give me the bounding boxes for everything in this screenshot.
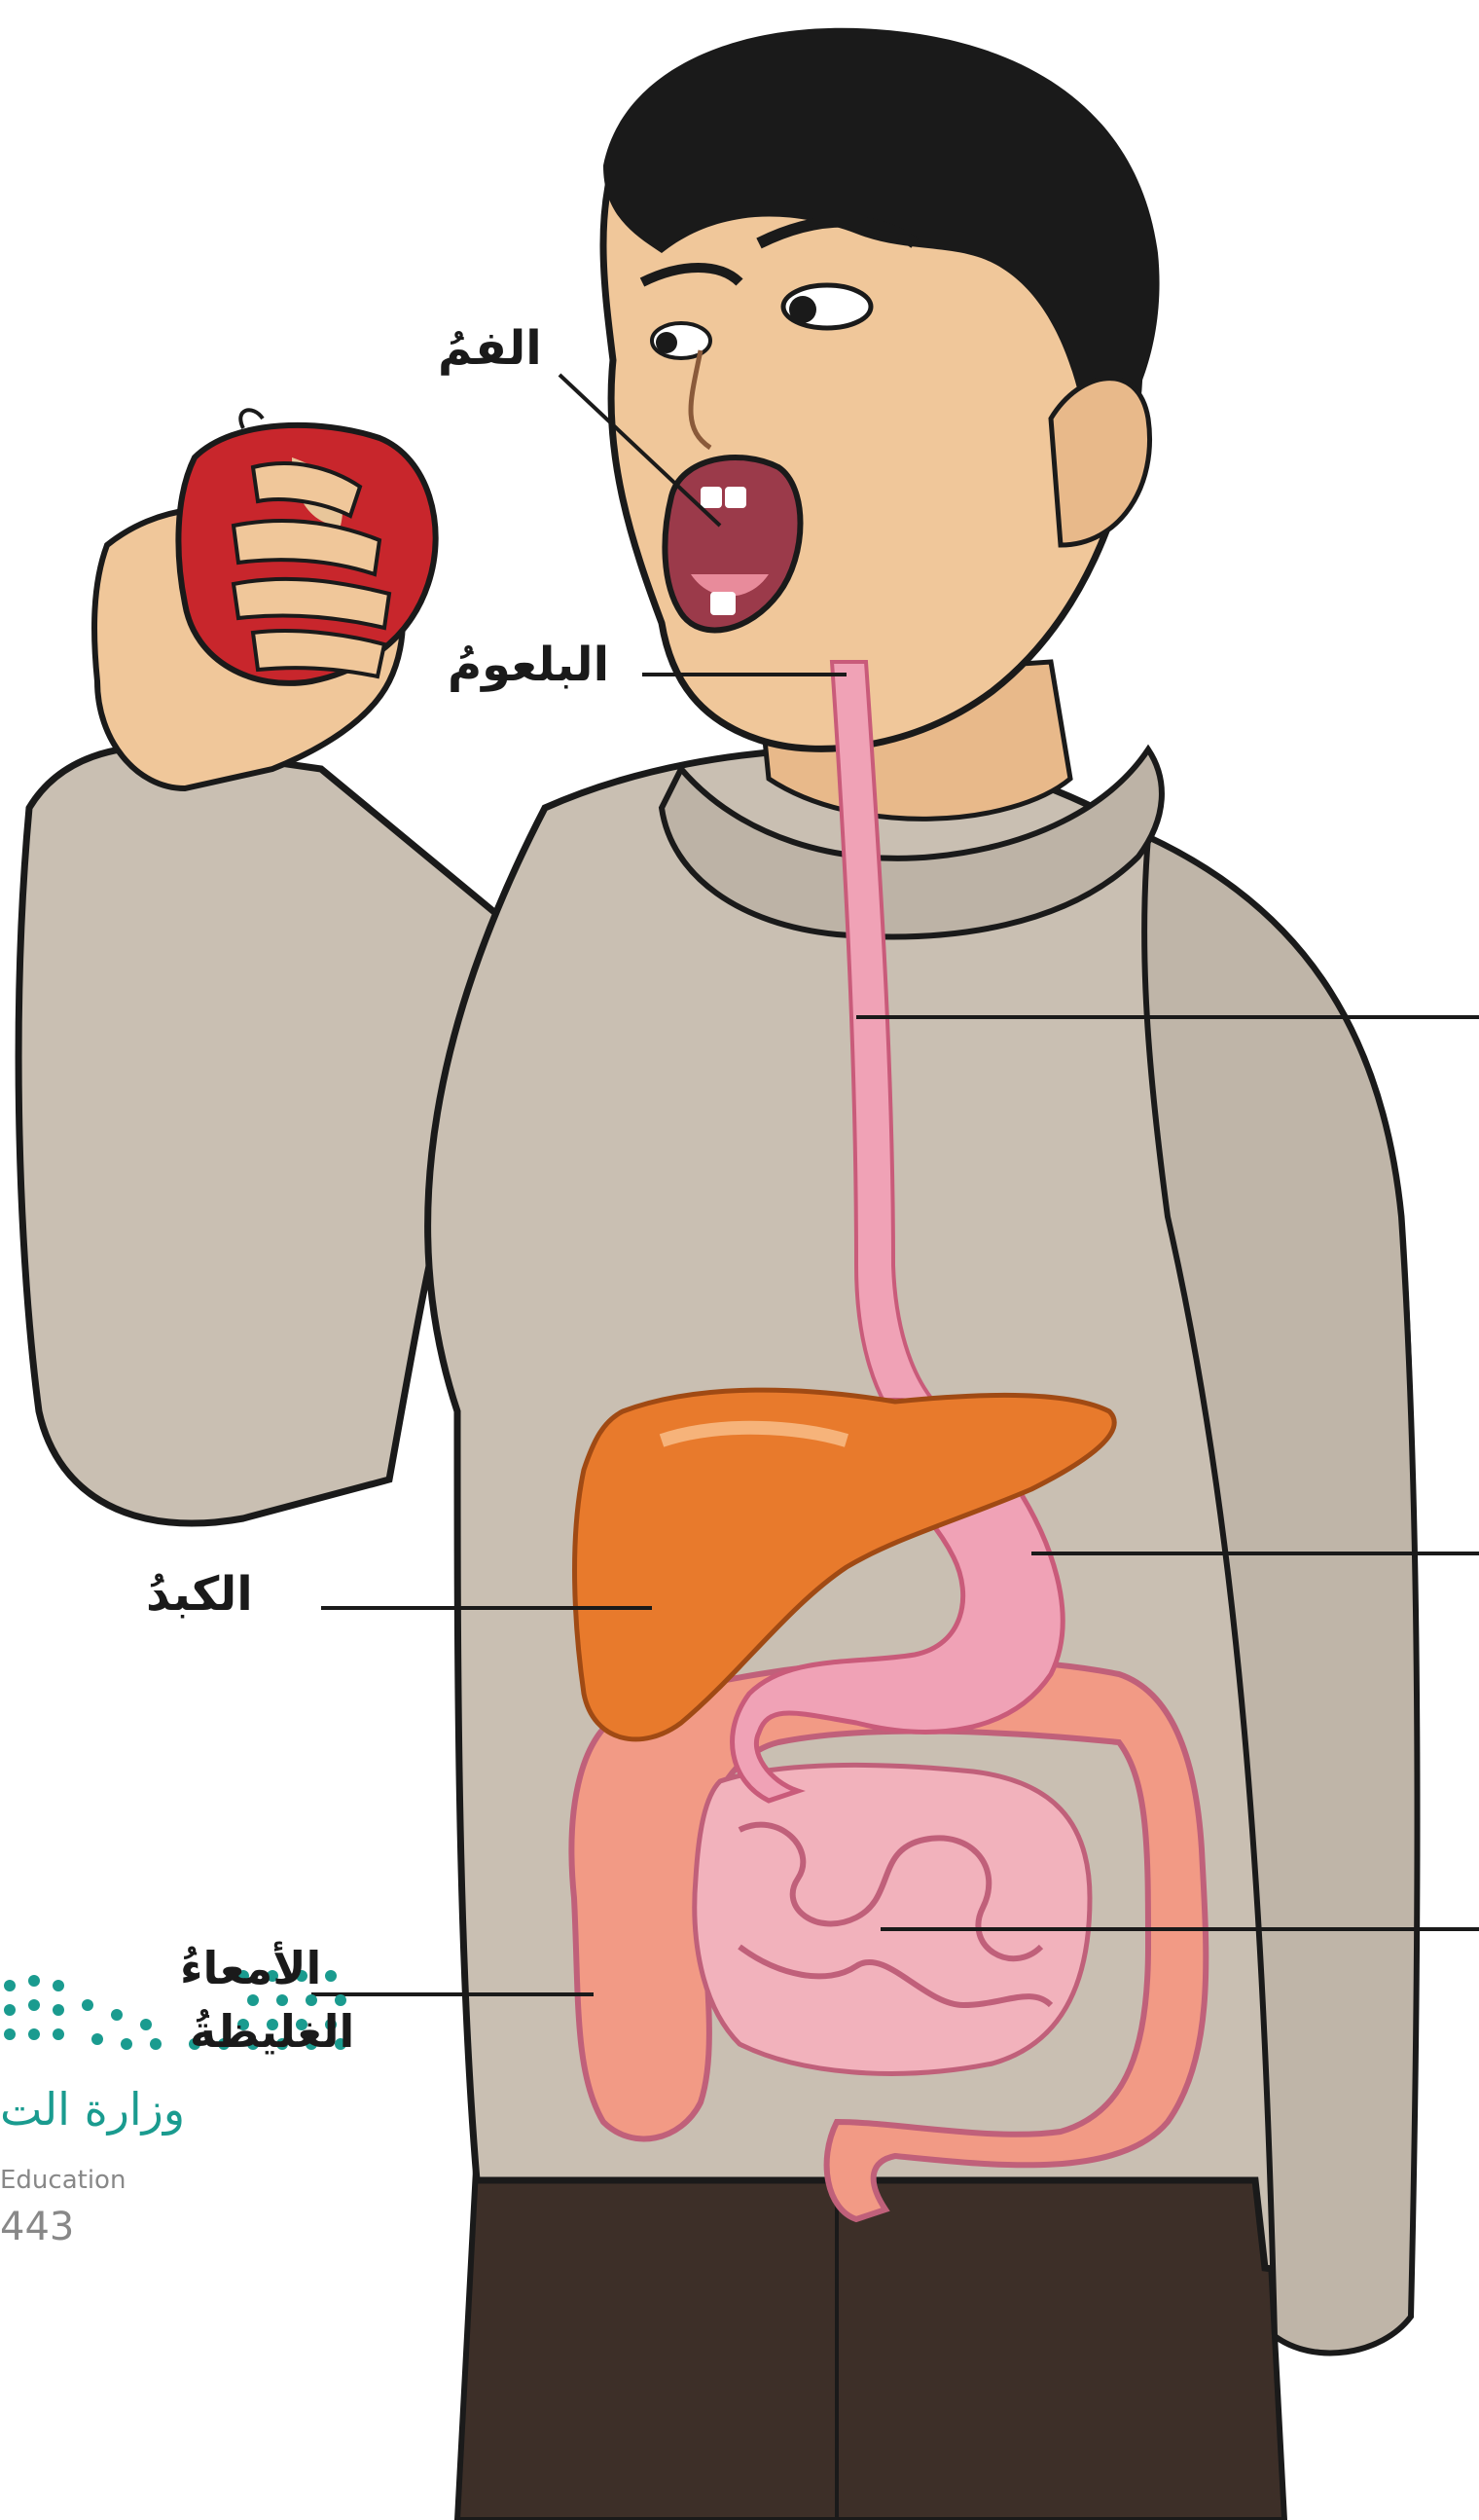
right-pupil bbox=[789, 296, 816, 323]
lower-tooth bbox=[710, 592, 736, 615]
upper-teeth-2 bbox=[725, 487, 746, 508]
watermark-arabic: وزارة الت bbox=[0, 2083, 185, 2136]
watermark-english: Education bbox=[0, 2166, 126, 2195]
label-liver: الكبدُ bbox=[146, 1567, 253, 1622]
upper-teeth bbox=[701, 487, 722, 508]
label-large-intestine-line1: الأمعاءُ bbox=[180, 1942, 321, 1994]
finger-4 bbox=[253, 631, 384, 676]
left-pupil bbox=[656, 332, 677, 353]
label-pharynx: البلعومُ bbox=[448, 638, 609, 692]
label-mouth: الفمُ bbox=[438, 321, 542, 376]
ear bbox=[1051, 379, 1150, 545]
small-intestine bbox=[695, 1765, 1090, 2073]
watermark-year: 443 bbox=[0, 2205, 74, 2249]
label-large-intestine-line2: الغليظةُ bbox=[190, 2005, 354, 2058]
